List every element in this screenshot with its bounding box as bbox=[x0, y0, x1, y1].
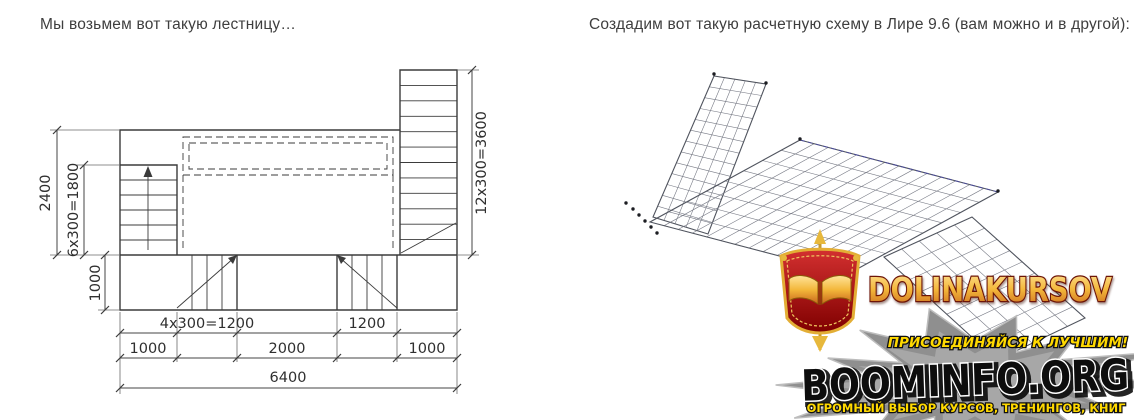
dim-label-6400: 6400 bbox=[270, 370, 307, 386]
plan-opening-dashed-inner bbox=[188, 142, 388, 170]
dolinakursov-emblem bbox=[779, 229, 861, 352]
boominfo-tagline-top: ПРИСОЕДИНЯЙСЯ К ЛУЧШИМ! bbox=[888, 334, 1128, 351]
plan-outline bbox=[119, 69, 458, 311]
right-caption: Создадим вот такую расчетную схему в Лир… bbox=[589, 16, 1130, 33]
left-caption: Мы возьмем вот такую лестницу… bbox=[40, 16, 297, 33]
plan-diagonal bbox=[338, 256, 398, 309]
plan-diagonal bbox=[176, 256, 236, 309]
plan-arrow-up bbox=[143, 166, 153, 177]
dim-label-1000-a: 1000 bbox=[130, 341, 167, 357]
dim-label-1000-left: 1000 bbox=[88, 265, 104, 302]
plan-arrow bbox=[228, 255, 237, 264]
dim-label-6x300: 6х300=1800 bbox=[66, 163, 82, 258]
plan-arrow bbox=[337, 255, 346, 264]
dim-label-1200: 1200 bbox=[349, 316, 386, 332]
boominfo-logo-shadow: BOOMINFO.ORG bbox=[803, 353, 1133, 414]
boominfo-watermark: BOOMINFO.ORG BOOMINFO.ORG ПРИСОЕДИНЯЙСЯ … bbox=[775, 307, 1134, 420]
dolinakursov-logo-text: DOLINAKURSOV bbox=[868, 270, 1112, 309]
plan-break-line bbox=[400, 222, 457, 254]
stair-plan-drawing: 2400 6х300=1800 1000 12х300=3600 4х300=1… bbox=[38, 65, 490, 394]
dim-label-4x300: 4х300=1200 bbox=[160, 316, 255, 332]
dim-label-2000: 2000 bbox=[269, 341, 306, 357]
boominfo-tagline-bottom: ОГРОМНЫЙ ВЫБОР КУРСОВ, ТРЕНИНГОВ, КНИГ bbox=[807, 400, 1127, 415]
plan-dimension-ticks bbox=[52, 65, 477, 393]
plan-opening-dashed bbox=[182, 136, 394, 176]
dim-label-2400: 2400 bbox=[38, 175, 54, 212]
boominfo-starburst bbox=[775, 307, 1134, 420]
dim-label-12x300: 12х300=3600 bbox=[474, 111, 490, 215]
dolinakursov-watermark: DOLINAKURSOV bbox=[779, 229, 1114, 352]
dim-label-1000-b: 1000 bbox=[409, 341, 446, 357]
open-book-icon bbox=[788, 275, 819, 305]
plan-treads bbox=[120, 84, 457, 310]
